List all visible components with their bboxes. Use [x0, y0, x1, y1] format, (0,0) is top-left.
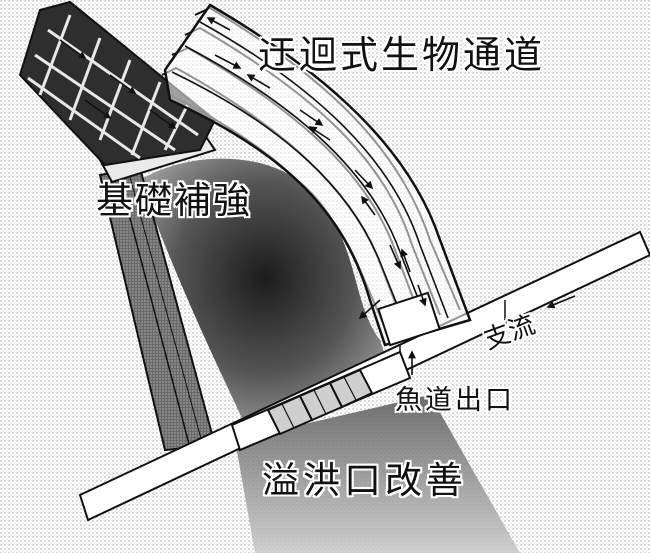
river-basin [140, 158, 390, 426]
label-fishway-exit: 魚道出口 [395, 385, 515, 416]
label-fish-passage: 迂迴式生物通道 [258, 33, 546, 77]
label-spillway: 溢洪口改善 [262, 459, 467, 502]
flow-arrows [206, 17, 427, 320]
spillway-outflow [235, 395, 520, 553]
fish-passage-structure [163, 3, 472, 347]
spillway-gates [266, 368, 374, 436]
tributary-arrow [546, 295, 576, 309]
pier-block [18, 0, 217, 167]
label-foundation: 基礎補強 [96, 179, 252, 222]
